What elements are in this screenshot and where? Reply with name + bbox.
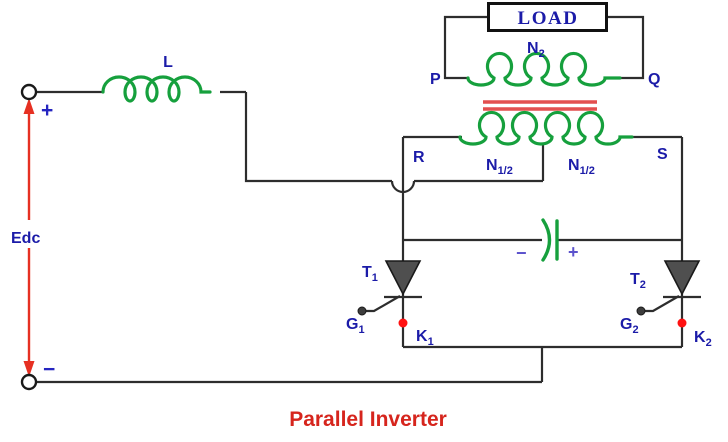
primary-winding-coil	[458, 110, 634, 146]
commutating-capacitor	[541, 218, 559, 262]
secondary-winding-coil	[466, 51, 622, 87]
t1-cathode-dot-icon	[398, 318, 408, 328]
transformer-core-icon	[483, 100, 597, 111]
q-terminal-label: Q	[648, 71, 660, 88]
negative-terminal	[20, 373, 38, 391]
p-terminal-label: P	[430, 71, 441, 88]
t2-gate-terminal-icon	[636, 306, 646, 316]
filter-inductor-coil	[101, 75, 212, 103]
t1-gate-terminal-icon	[357, 306, 367, 316]
n-half-left-label: N1/2	[486, 157, 513, 177]
n2-label: N2	[527, 40, 545, 60]
dc-source-arrow	[23, 98, 35, 377]
k1-label: K1	[416, 328, 434, 348]
k2-label: K2	[694, 329, 712, 349]
thyristor-t2-symbol	[636, 260, 701, 328]
dc-arrow-head-down-icon	[23, 361, 35, 377]
capacitor-minus-label: −	[516, 243, 527, 263]
t1-gate-lead	[365, 295, 401, 313]
g2-label: G2	[620, 316, 639, 336]
t2-gate-lead	[644, 295, 680, 313]
plus-sign-label: +	[41, 99, 53, 122]
thyristor-t1-symbol	[357, 260, 422, 328]
wire-center-tap-feed	[244, 92, 392, 183]
t1-label: T1	[362, 264, 378, 284]
t2-cathode-dot-icon	[677, 318, 687, 328]
minus-sign-label: −	[43, 358, 55, 381]
edc-label: Edc	[11, 230, 40, 247]
capacitor-plus-label: +	[568, 242, 579, 262]
dc-arrow-head-up-icon	[23, 98, 35, 114]
t2-label: T2	[630, 271, 646, 291]
t2-anode-triangle-icon	[663, 260, 701, 296]
t1-anode-triangle-icon	[384, 260, 422, 296]
s-terminal-label: S	[657, 146, 668, 163]
g1-label: G1	[346, 316, 365, 336]
load-box	[487, 2, 608, 32]
load-label: LOAD	[518, 8, 579, 29]
r-terminal-label: R	[413, 149, 425, 166]
wire-load-right	[607, 15, 645, 80]
diagram-title: Parallel Inverter	[289, 408, 447, 431]
n-half-right-label: N1/2	[568, 157, 595, 177]
wires	[36, 15, 684, 384]
wire-load-left	[443, 15, 490, 80]
positive-terminal	[20, 83, 38, 101]
capacitor-curved-plate	[541, 218, 552, 262]
inductor-label: L	[163, 54, 173, 71]
